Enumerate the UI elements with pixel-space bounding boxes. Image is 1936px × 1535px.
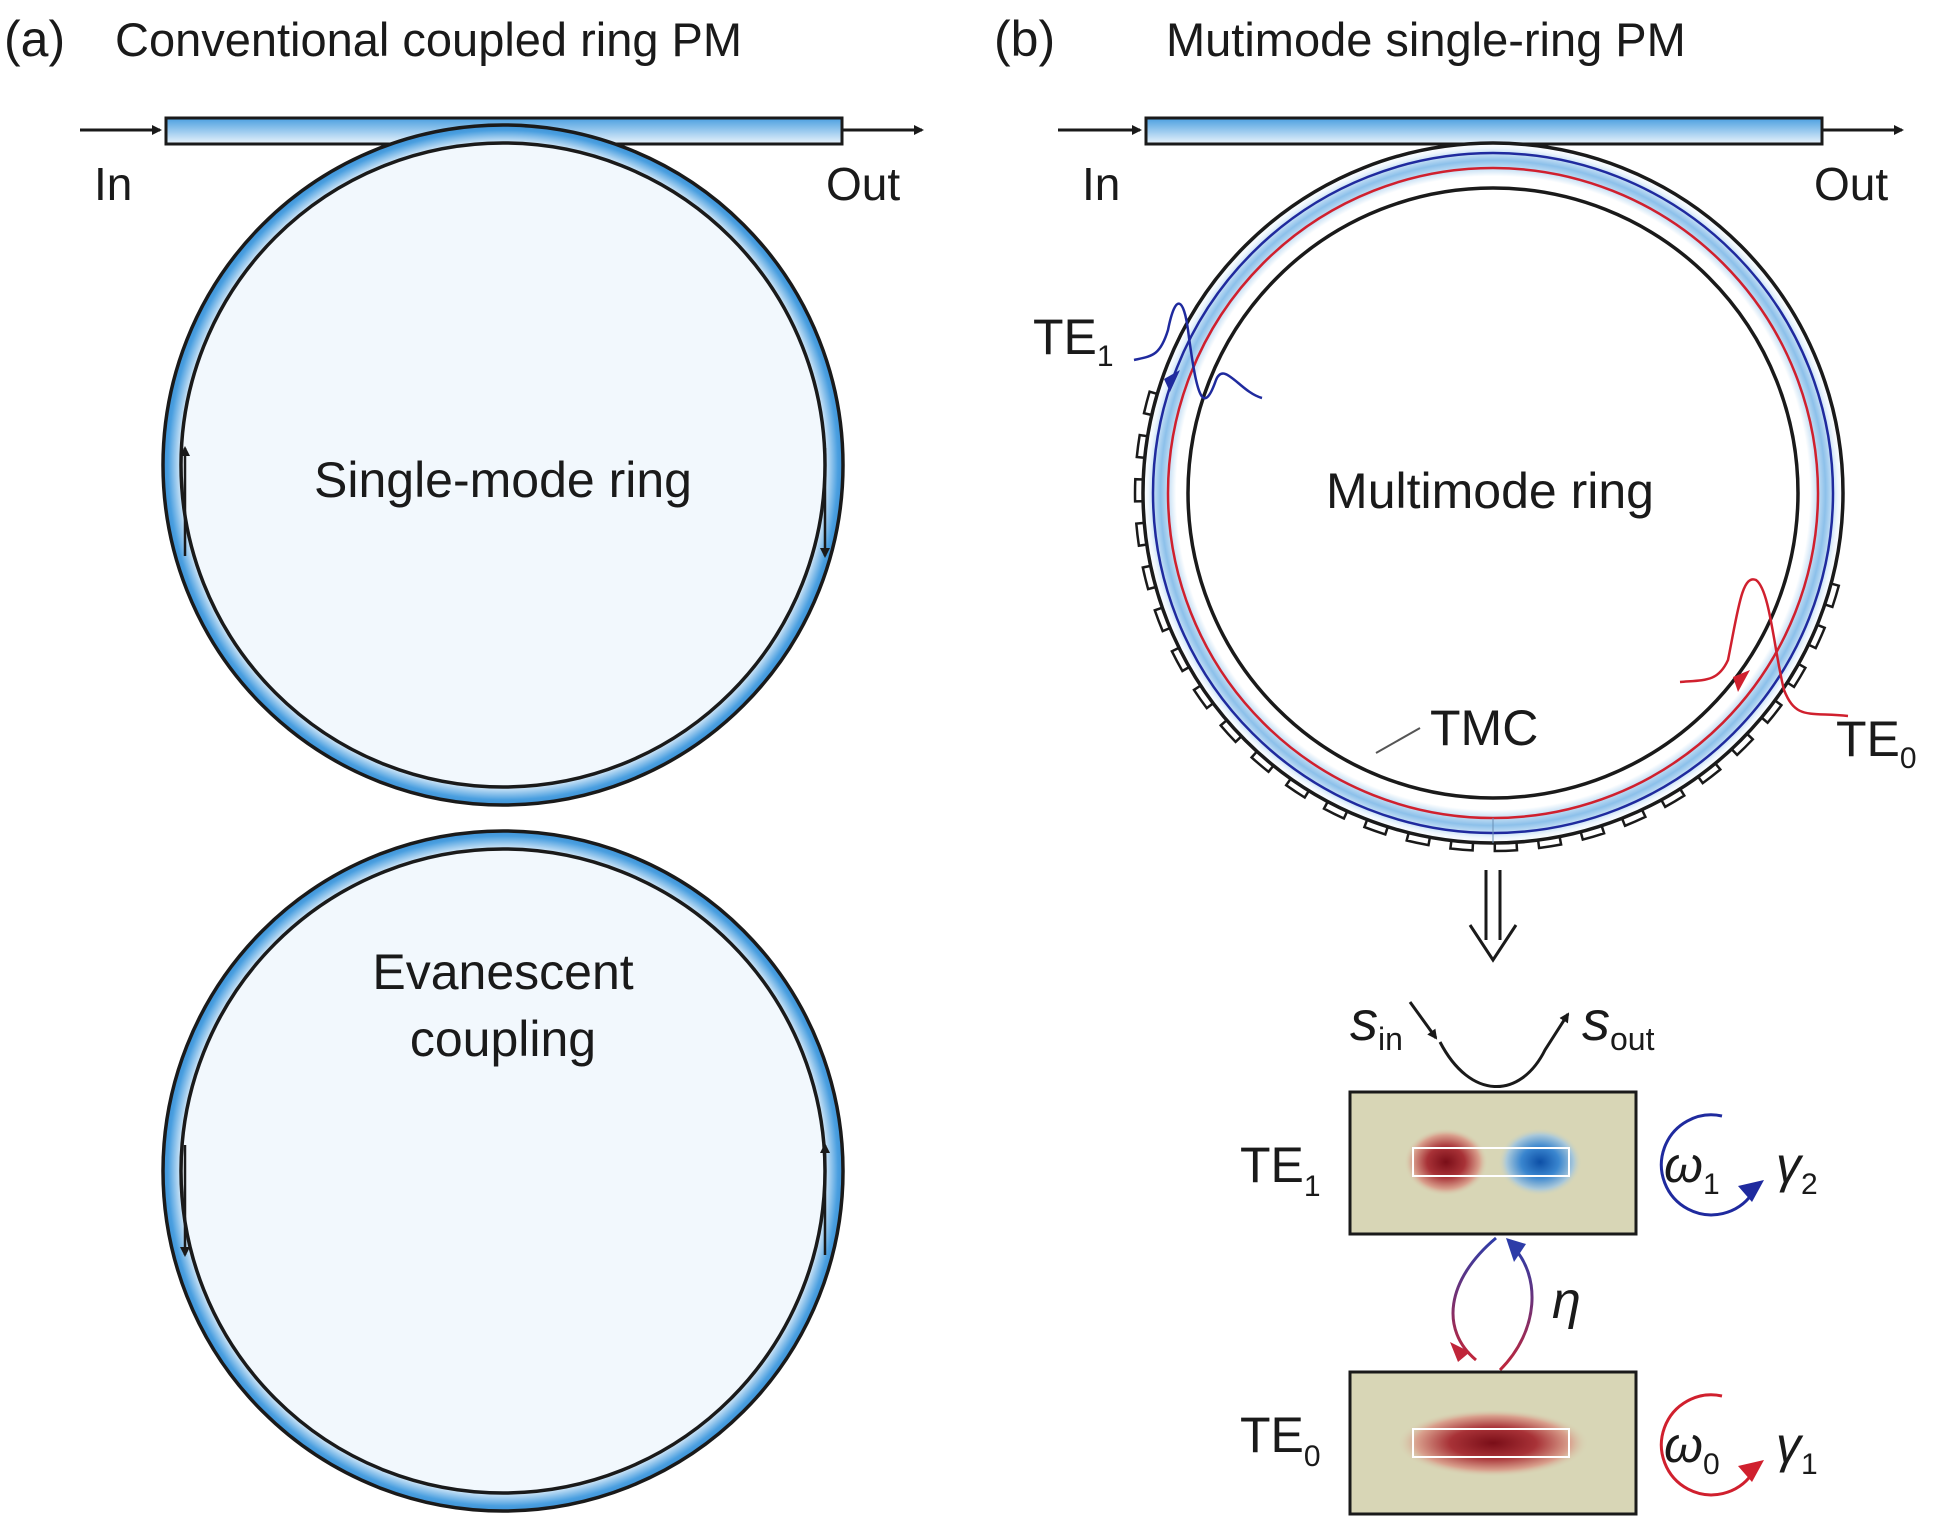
double-down-arrow — [1468, 870, 1518, 963]
s-in-arrow — [1408, 1001, 1438, 1040]
te1-waveguide-outline — [1412, 1147, 1570, 1177]
in-label-a: In — [94, 158, 132, 210]
gamma1-label: γ1 — [1776, 1417, 1818, 1481]
te1-mode-label: TE1 — [1240, 1137, 1321, 1203]
te1-direction-arrow — [1164, 370, 1180, 392]
omega0-arrowhead — [1738, 1460, 1764, 1482]
eta-arrow-up — [1506, 1238, 1526, 1262]
te0-mode-label: TE0 — [1240, 1407, 1321, 1473]
in-label-b: In — [1082, 158, 1120, 210]
te1-ring-label: TE1 — [1033, 309, 1114, 373]
multimode-ring-label: Multimode ring — [1326, 463, 1654, 519]
tmc-label: TMC — [1430, 700, 1538, 756]
omega0-label: ω0 — [1664, 1417, 1720, 1481]
panel-a-letter: (a) — [4, 11, 65, 67]
te0-wave-packet — [1679, 578, 1849, 718]
panel-b-title: Mutimode single-ring PM — [1166, 13, 1686, 66]
panel-a-title: Conventional coupled ring PM — [115, 13, 742, 66]
eta-label: η — [1552, 1272, 1581, 1330]
omega1-label: ω1 — [1664, 1137, 1720, 1201]
coupling-arc — [1438, 1012, 1570, 1088]
bus-waveguide-b — [1144, 116, 1824, 146]
tmc-grating — [1133, 390, 1841, 853]
tmc-grating-teeth — [1133, 390, 1841, 853]
omega1-arrowhead — [1738, 1180, 1764, 1202]
panel-b-letter: (b) — [994, 11, 1055, 67]
omega1-loop — [1659, 1113, 1754, 1217]
out-label-b: Out — [1814, 158, 1888, 210]
te1-red-lobe — [1404, 1128, 1488, 1196]
eta-coupling-arc-right — [1498, 1246, 1534, 1372]
eta-arrow-down — [1450, 1342, 1470, 1362]
out-label-a: Out — [826, 158, 900, 210]
te0-red-lobe — [1397, 1409, 1589, 1477]
te1-field-box — [1348, 1090, 1638, 1236]
panel-b: (b) Mutimode single-ring PM In Out Multi… — [994, 11, 1917, 1516]
omega0-loop — [1659, 1393, 1754, 1497]
tmc-leader-line — [1375, 727, 1421, 754]
multimode-ring-inner-edge — [1186, 186, 1800, 800]
te1-wave-packet — [1133, 302, 1263, 400]
single-mode-ring-a — [161, 123, 845, 807]
eta-coupling-arc-left — [1451, 1236, 1497, 1362]
panel-a: (a) Conventional coupled ring PM In Out … — [4, 11, 924, 1513]
evanescent-label-line2: coupling — [410, 1011, 596, 1067]
single-mode-ring-label: Single-mode ring — [314, 452, 692, 508]
te0-waveguide-outline — [1412, 1428, 1570, 1458]
te0-ring-label: TE0 — [1836, 711, 1917, 775]
evanescent-label-line1: Evanescent — [372, 944, 633, 1000]
s-in-label: sin — [1350, 989, 1403, 1057]
te1-blue-lobe — [1498, 1128, 1582, 1196]
second-ring-a — [161, 829, 845, 1513]
gamma2-label: γ2 — [1776, 1137, 1818, 1201]
s-out-label: sout — [1582, 989, 1655, 1057]
te0-direction-arrow — [1733, 670, 1750, 692]
